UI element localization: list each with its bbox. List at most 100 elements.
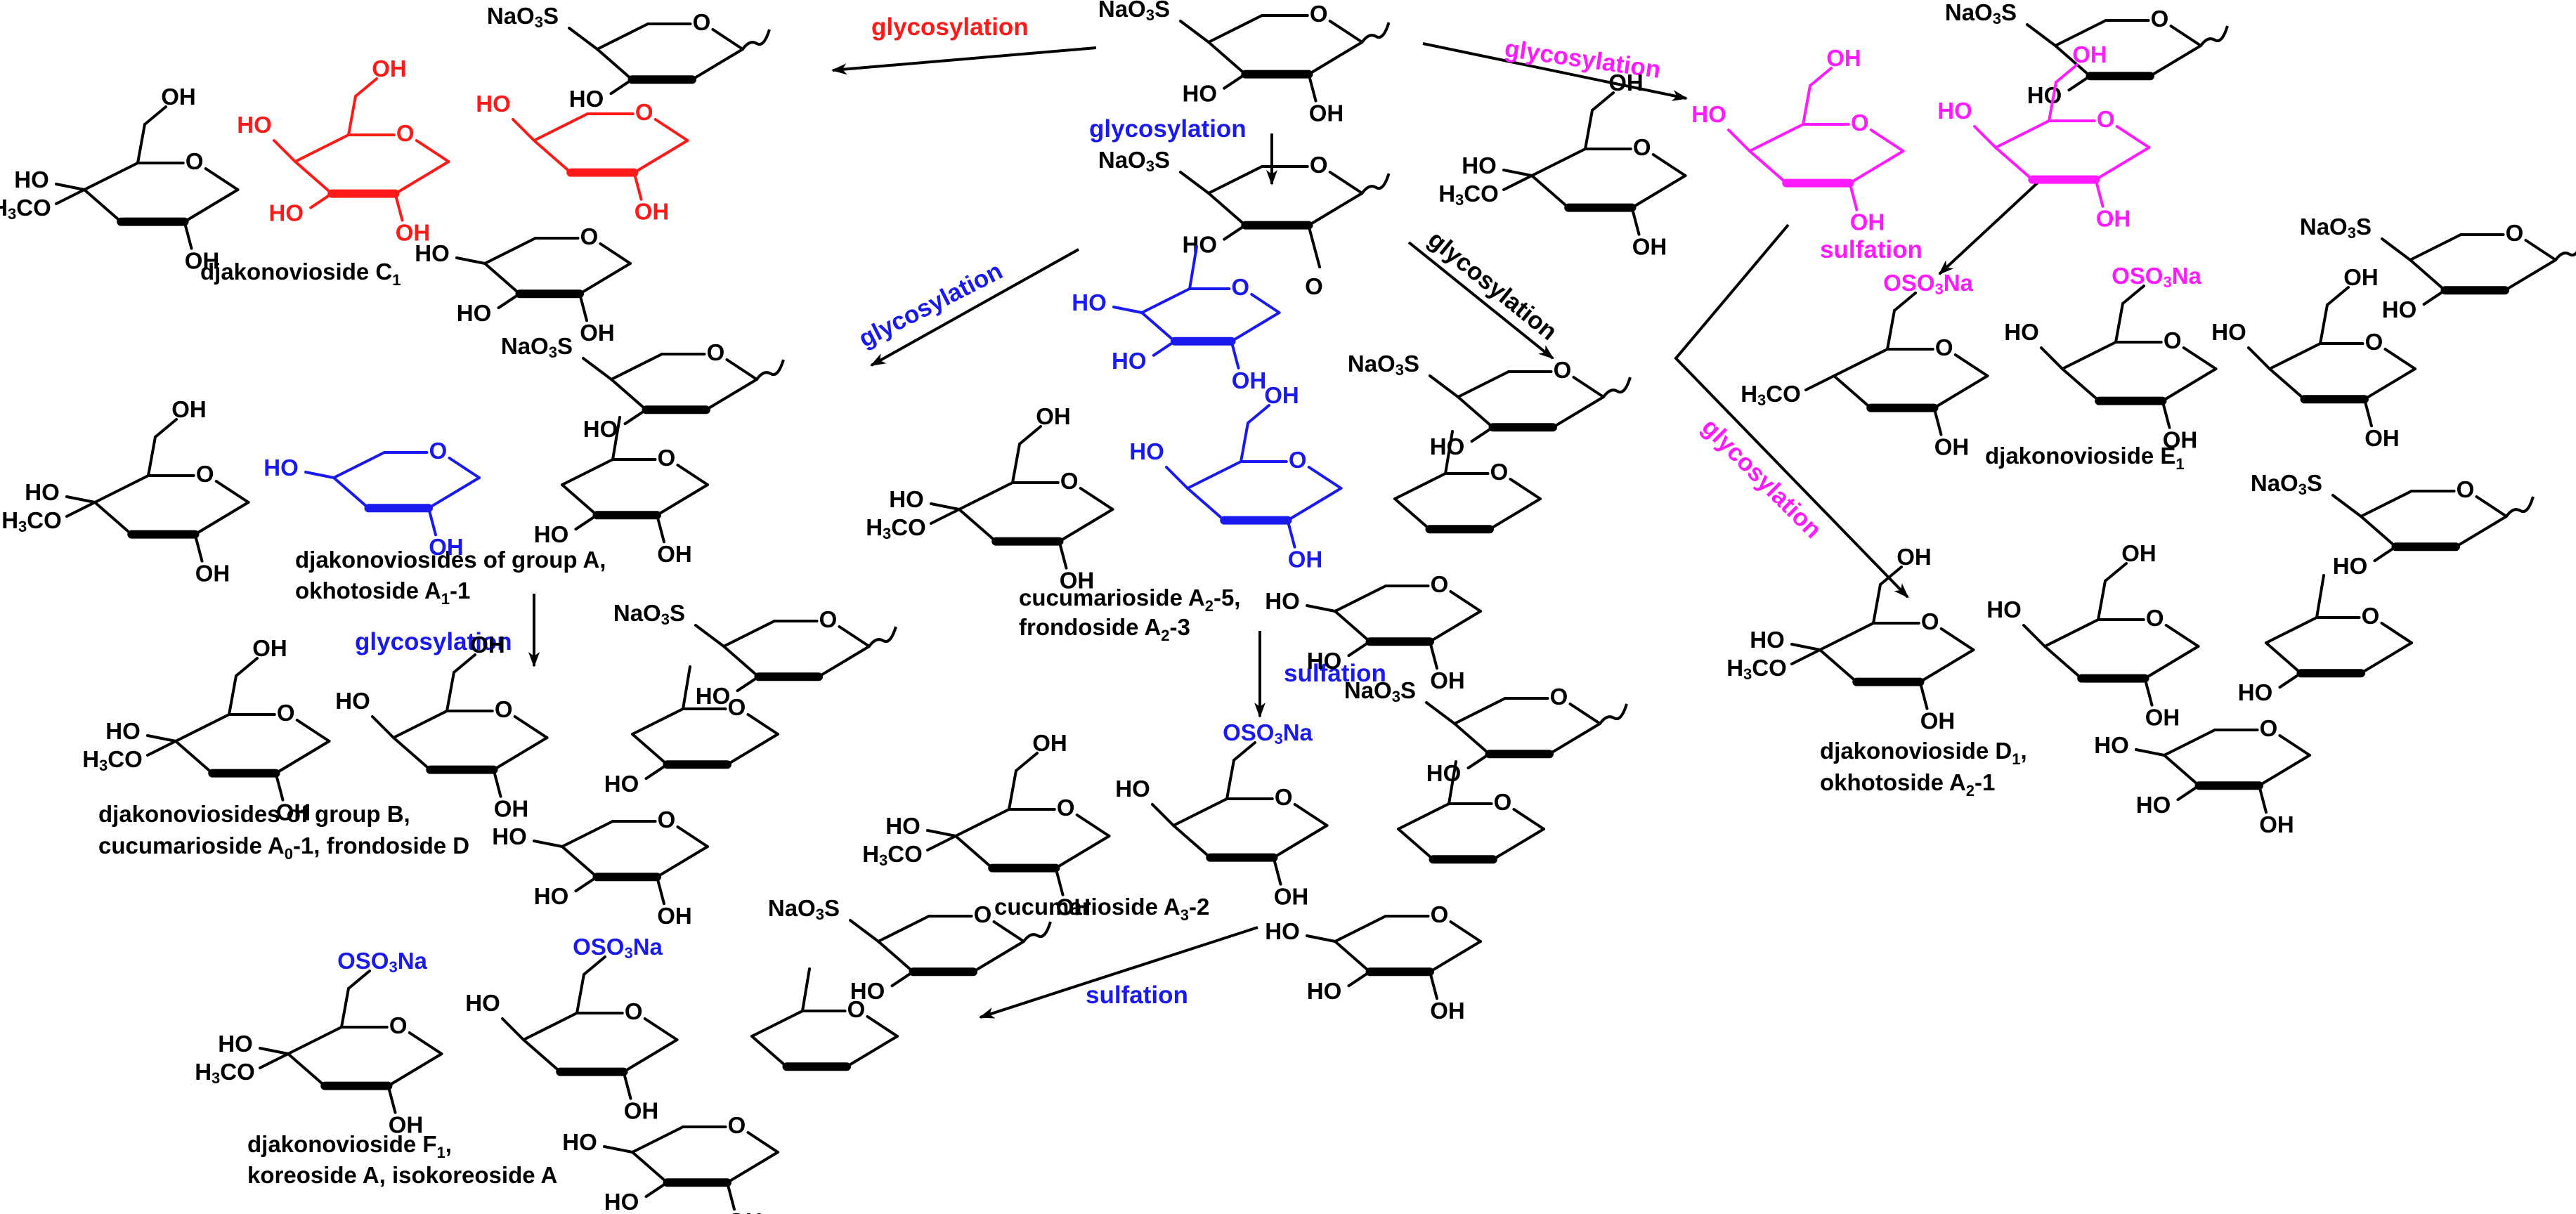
arrow-label-center-down: sulfation — [1284, 660, 1386, 687]
methoxy-group: H3CO — [862, 841, 923, 869]
ch2-bond — [354, 77, 378, 98]
ring-bond — [332, 451, 386, 479]
oh-bond — [574, 514, 599, 531]
oh-bond — [309, 192, 334, 209]
ring-oxygen: O — [658, 445, 676, 471]
oh-bond — [183, 220, 193, 250]
sulfate-bond — [582, 357, 613, 381]
ho-group: HO — [2382, 296, 2417, 322]
ring-oxygen: O — [1633, 134, 1651, 160]
naso3s-group: NaO3S — [1348, 351, 1419, 379]
oh-bond — [1347, 640, 1372, 658]
sulfate-bond — [2331, 494, 2362, 518]
ho-group: HO — [25, 479, 60, 505]
oh-bond — [2022, 624, 2046, 648]
ring-bond — [492, 736, 549, 771]
oh-group: OH — [1934, 433, 1970, 459]
ring-bond — [1328, 20, 1364, 44]
oh-bond — [1223, 223, 1247, 241]
ch2-bond — [1872, 583, 1882, 625]
ring-bond — [1819, 622, 1875, 651]
aglycone-link — [741, 29, 771, 51]
oh-bond — [726, 1181, 736, 1211]
ring-bond — [332, 476, 370, 510]
ring-bond — [392, 736, 432, 771]
oh-bond — [497, 292, 521, 310]
ho-group: HO — [569, 86, 604, 112]
oh-bond — [603, 1145, 634, 1154]
ring-bond — [1250, 293, 1281, 314]
oh-bond — [2176, 784, 2201, 802]
oh-group: OH — [276, 799, 311, 825]
oh-bond — [2278, 672, 2303, 689]
ho-group: HO — [885, 813, 921, 839]
aglycone-link — [2199, 25, 2229, 47]
ring-bond — [1054, 835, 1111, 870]
ring-oxygen: O — [1431, 901, 1449, 927]
aglycone-link — [1599, 703, 1628, 725]
caption-frondoside-a2-3: frondoside A2-3 — [1019, 614, 1190, 644]
ring-bond — [1530, 174, 1570, 209]
ho-group: HO — [1183, 80, 1218, 106]
oh-bond — [1790, 643, 1821, 651]
arrow-top-right — [1422, 42, 1688, 101]
ch2-bond — [136, 123, 146, 164]
ring-bond — [2163, 754, 2201, 788]
ch2-bond — [2114, 302, 2124, 344]
ring-bond — [722, 645, 760, 679]
caption-group-a-l2: okhotoside A1-1 — [295, 577, 470, 608]
ho-group: HO — [1265, 918, 1300, 944]
ring-bond — [631, 733, 669, 766]
ho-group: HO — [850, 978, 885, 1004]
ring-bond — [1307, 466, 1343, 490]
oh-group: OH — [2364, 425, 2400, 451]
ho-group: HO — [476, 91, 511, 117]
ring-bond — [705, 378, 758, 412]
oh-bond — [533, 840, 564, 848]
ho-group: HO — [2211, 319, 2246, 345]
ch2-bond — [1247, 404, 1270, 424]
ho-group: HO — [534, 521, 569, 547]
ring-bond — [1140, 311, 1176, 343]
ring-oxygen: O — [2260, 715, 2278, 741]
ring-bond — [750, 1010, 804, 1038]
oh-group: OH — [1288, 546, 1323, 572]
ring-bond — [483, 262, 521, 296]
ring-bond — [1449, 590, 1482, 613]
ring-bond — [2360, 641, 2413, 675]
ring-bond — [392, 710, 448, 739]
ome-bond — [65, 501, 96, 518]
oh-bond — [2143, 677, 2154, 707]
naso3s-group: NaO3S — [1945, 0, 2017, 27]
oh-group: OH — [2096, 205, 2131, 231]
oh-group: OH — [580, 320, 615, 346]
oh-group: OH — [2072, 41, 2107, 67]
oh-bond — [1429, 640, 1438, 670]
ring-bond — [656, 483, 709, 517]
ch2-bond — [1232, 741, 1256, 762]
aglycone-link — [1022, 921, 1052, 943]
oh-bond — [644, 1181, 669, 1199]
ho-group: HO — [457, 300, 492, 326]
oh-bond — [1152, 339, 1176, 357]
ho-group: HO — [1750, 627, 1785, 653]
ring-bond — [522, 1012, 578, 1041]
ring-oxygen: O — [728, 694, 746, 720]
ring-oxygen: O — [2146, 605, 2164, 631]
ring-bond — [1334, 915, 1387, 943]
ring-oxygen: O — [2457, 476, 2475, 502]
oh-group: OH — [185, 247, 220, 273]
ring-bond — [2043, 645, 2083, 680]
ch2-bond — [1809, 67, 1833, 87]
ring-bond — [1307, 192, 1364, 227]
ring-bond — [2265, 616, 2318, 644]
